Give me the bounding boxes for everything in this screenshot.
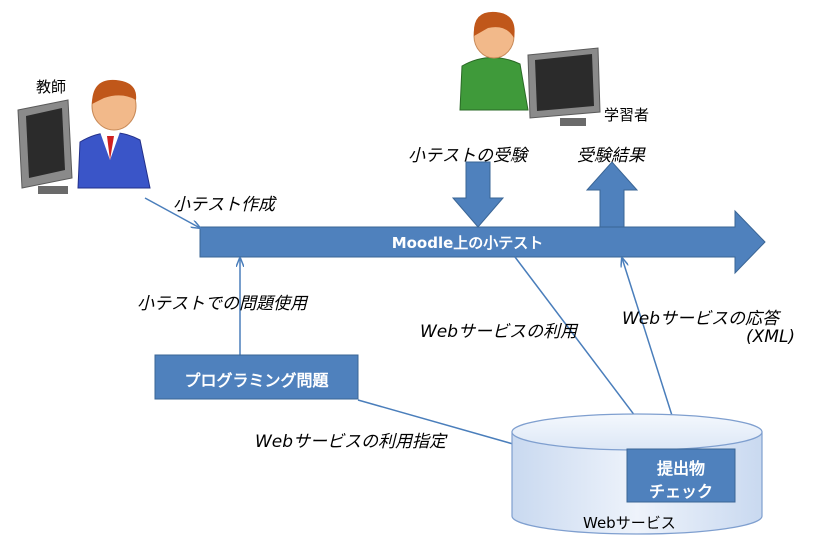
problem-use-label: 小テストでの問題使用 [137,294,307,314]
ws-use-label: Webサービスの利用 [420,322,578,342]
result-label: 受験結果 [577,146,645,166]
web-service-label: Webサービス [583,514,676,532]
take-quiz-label: 小テストの受験 [408,146,527,166]
check-label-line1: 提出物 [656,459,705,478]
programming-problem-box [154,354,359,400]
programming-problem-label: プログラミング問題 [184,371,329,390]
learner-person-icon [459,11,529,111]
take-test-down-arrow [451,161,505,228]
submission-check-box [626,448,736,503]
moodle-main-arrow [199,209,766,275]
xml-label: (XML) [746,327,796,347]
result-up-arrow [585,161,639,228]
moodle-bar-label: Moodle上の小テスト [391,234,544,252]
teacher-computer-icon [17,99,73,194]
teacher-label: 教師 [36,78,67,96]
teacher-person-icon [77,79,151,189]
ws-response-label: Webサービスの応答 [622,309,780,329]
check-label-line2: チェック [648,482,713,501]
learner-label: 学習者 [604,106,650,124]
ws-designate-label: Webサービスの利用指定 [255,432,447,452]
create-quiz-label: 小テスト作成 [173,195,275,215]
create-connector [144,197,200,228]
learner-computer-icon [527,47,601,126]
